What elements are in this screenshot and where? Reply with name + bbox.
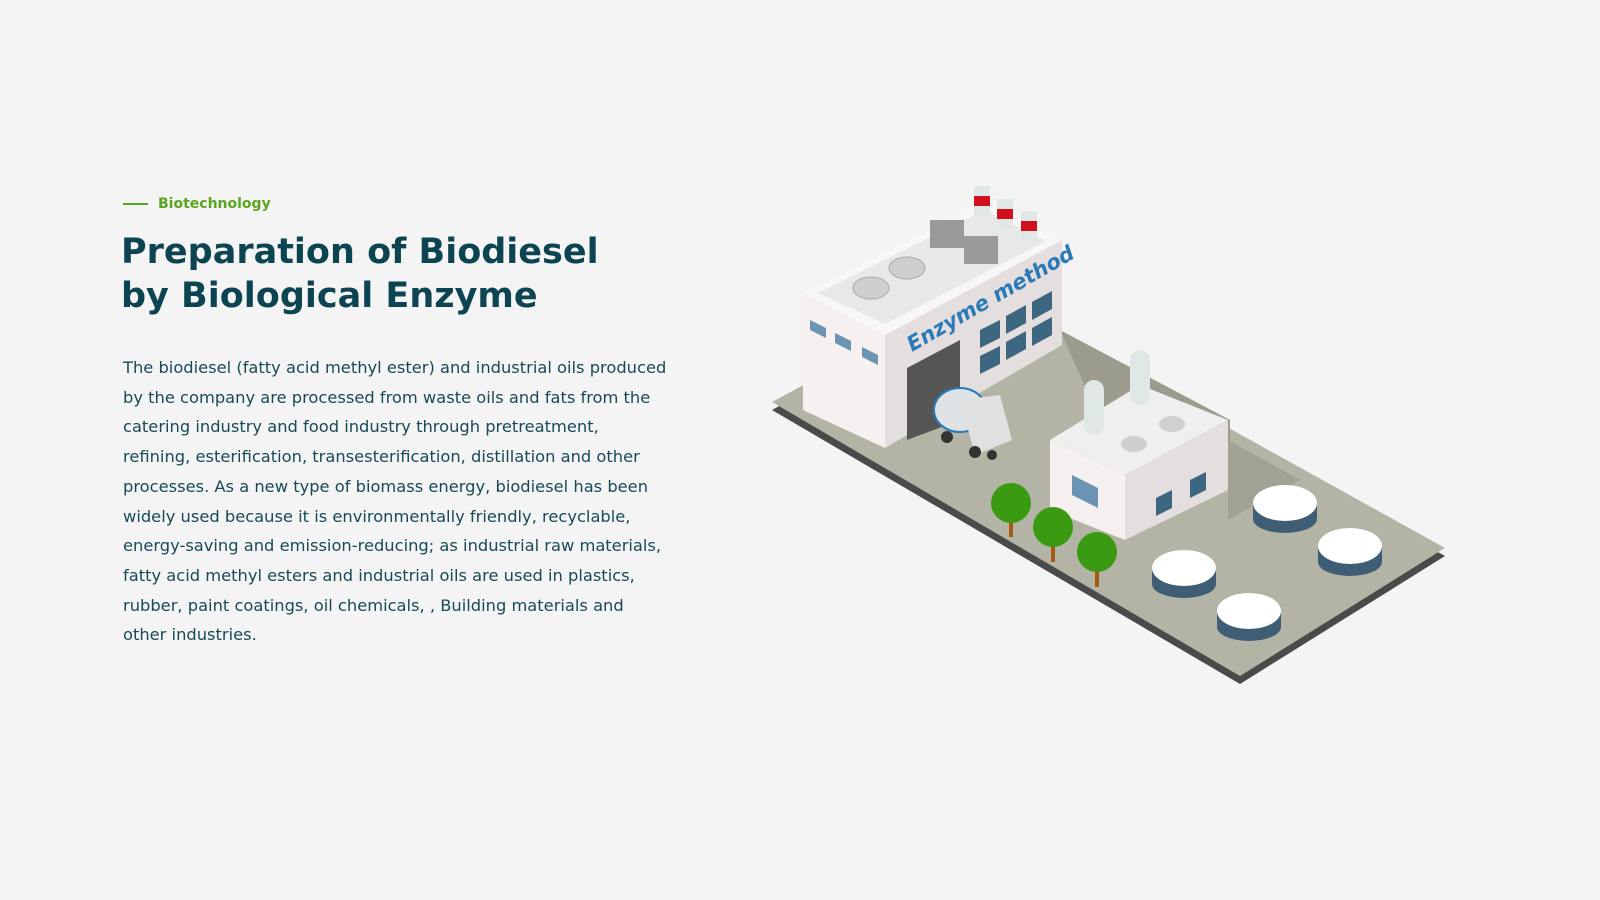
description: The biodiesel (fatty acid methyl ester) … (123, 358, 667, 645)
tanker-truck (933, 387, 1012, 460)
eyebrow-line (123, 203, 148, 205)
trees (991, 483, 1117, 587)
category-label: Biotechnology (123, 196, 271, 212)
storage-tanks (1152, 485, 1382, 641)
page-title: Preparation of Biodiesel by Biological E… (121, 230, 681, 318)
main-building: Enzyme method (803, 186, 1079, 448)
category-text: Biotechnology (158, 196, 271, 212)
chimneys (974, 186, 1037, 241)
title-line-1: Preparation of Biodiesel (121, 232, 599, 272)
title-line-2: by Biological Enzyme (121, 276, 538, 316)
secondary-building (1050, 350, 1228, 540)
